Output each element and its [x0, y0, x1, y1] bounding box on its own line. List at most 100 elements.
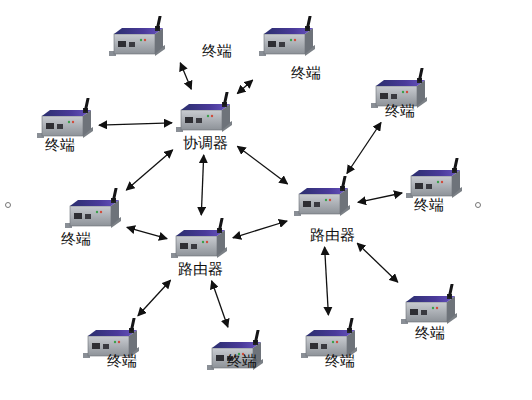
router-device-icon: [400, 284, 460, 328]
antenna: [350, 319, 353, 331]
antenna: [225, 93, 228, 105]
device-led: [207, 115, 209, 117]
device-led: [406, 91, 408, 93]
router-device-icon: [258, 16, 318, 60]
network-node: 终端: [370, 68, 430, 120]
device-port: [74, 213, 82, 219]
device-label: 协调器: [183, 134, 228, 152]
device-front: [406, 302, 447, 322]
connector: [357, 243, 398, 282]
network-node: 终端: [300, 318, 360, 370]
device-port: [103, 344, 109, 349]
device-port: [279, 42, 285, 47]
network-node: 终端: [64, 188, 124, 248]
device-port: [380, 93, 388, 99]
device-label: 终端: [45, 136, 75, 154]
device-front: [181, 110, 222, 130]
device-port: [216, 355, 224, 361]
device-port: [92, 343, 100, 349]
router-device-icon: [175, 92, 235, 136]
antenna: [114, 189, 117, 201]
device-port: [180, 243, 188, 249]
device-port: [57, 124, 63, 129]
device-led: [118, 341, 120, 343]
antenna: [455, 159, 458, 171]
device-port: [426, 184, 432, 189]
device-label: 路由器: [310, 226, 355, 244]
connector: [347, 123, 381, 174]
network-node: 协调器: [175, 92, 235, 152]
router-device-icon: [36, 98, 96, 142]
device-label: 终端: [61, 230, 91, 248]
antenna: [342, 177, 345, 189]
device-led: [441, 181, 443, 183]
device-led: [140, 39, 142, 41]
router-device-icon: [405, 158, 465, 202]
connector: [201, 155, 203, 215]
device-led: [328, 199, 330, 201]
connector: [325, 247, 329, 315]
device-port: [321, 344, 327, 349]
device-front: [70, 206, 111, 226]
device-port: [410, 309, 418, 315]
device-led: [324, 199, 326, 201]
device-label: 终端: [415, 324, 445, 342]
device-front: [411, 176, 452, 196]
device-label: 终端: [227, 352, 257, 370]
network-node: 终端: [108, 16, 232, 60]
antenna: [450, 285, 453, 297]
connector: [233, 221, 287, 238]
network-node: 终端: [400, 284, 460, 342]
network-node: 终端: [206, 330, 266, 370]
device-label: 路由器: [178, 260, 223, 278]
stray-dot: [6, 203, 11, 208]
device-led: [114, 341, 116, 343]
device-label: 终端: [385, 102, 415, 120]
network-node: 终端: [255, 16, 321, 82]
network-node: 路由器: [170, 218, 230, 278]
device-led: [72, 121, 74, 123]
device-label: 终端: [414, 196, 444, 214]
connector: [126, 150, 172, 190]
device-front: [264, 34, 305, 54]
device-led: [436, 307, 438, 309]
network-node: 路由器: [290, 176, 355, 244]
antenna: [158, 17, 161, 29]
router-device-icon: [170, 218, 230, 262]
device-led: [437, 181, 439, 183]
device-port: [85, 214, 91, 219]
device-port: [185, 117, 193, 123]
device-led: [432, 307, 434, 309]
connector: [358, 193, 402, 202]
router-device-icon: [64, 188, 124, 232]
connector: [237, 80, 252, 94]
device-led: [290, 39, 292, 41]
stray-dot: [476, 203, 481, 208]
device-port: [421, 310, 427, 315]
device-front: [42, 116, 83, 136]
device-port: [310, 343, 318, 349]
antenna: [220, 219, 223, 231]
antenna: [86, 99, 89, 111]
antenna: [308, 17, 311, 29]
antenna: [132, 319, 135, 331]
network-node: 终端: [82, 318, 142, 370]
device-port: [129, 42, 135, 47]
antenna: [256, 331, 259, 343]
device-led: [144, 39, 146, 41]
device-label: 终端: [291, 64, 321, 82]
router-device-icon: [108, 16, 168, 60]
device-front: [299, 194, 340, 214]
device-port: [191, 244, 197, 249]
device-port: [196, 118, 202, 123]
network-node: 终端: [405, 158, 465, 214]
device-led: [96, 211, 98, 213]
connector: [99, 123, 172, 125]
device-led: [336, 341, 338, 343]
connector: [138, 280, 171, 316]
device-port: [391, 94, 397, 99]
antenna: [420, 69, 423, 81]
device-led: [100, 211, 102, 213]
device-port: [314, 202, 320, 207]
device-led: [211, 115, 213, 117]
